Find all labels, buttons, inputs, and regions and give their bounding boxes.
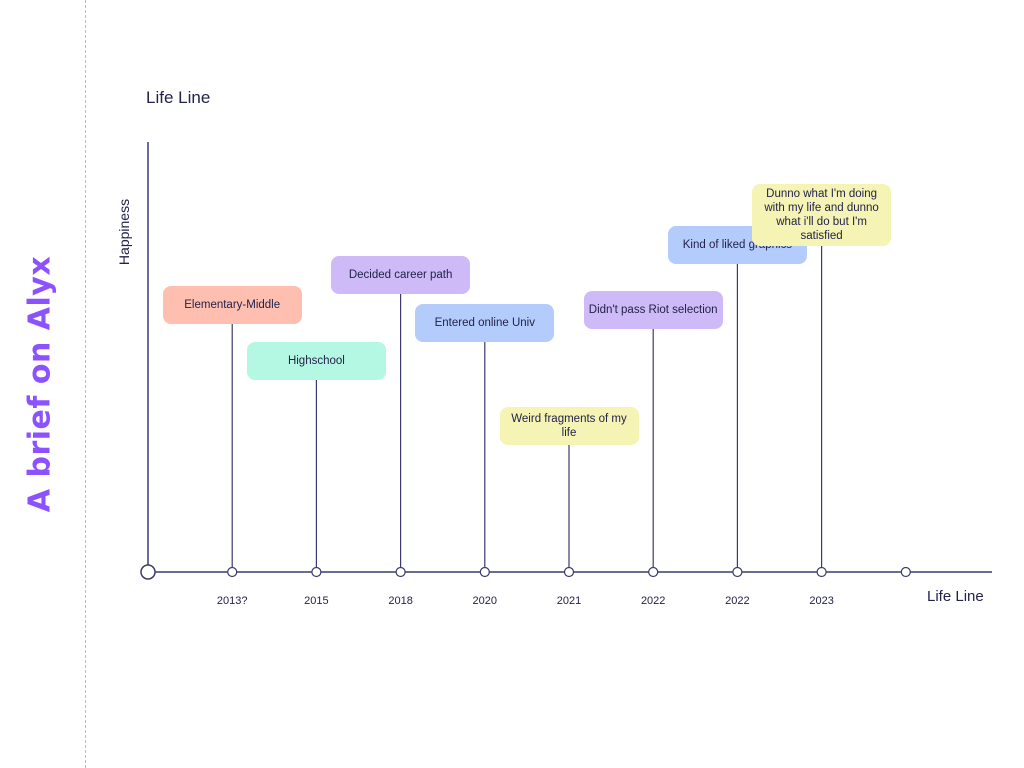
event-marker [395,566,406,578]
event-marker [479,566,490,578]
event-marker [311,566,322,578]
event-label: Dunno what I'm doing with my life and du… [752,184,892,247]
sidebar-divider [85,0,86,768]
event-label: Highschool [246,342,386,381]
event-label: Elementary-Middle [162,286,302,325]
x-tick-label: 2013? [216,595,248,607]
event-marker [227,566,238,578]
event-label: Decided career path [331,256,471,295]
event-marker [563,566,575,578]
x-tick-label: 2018 [388,595,413,607]
event-marker [648,566,659,578]
event-label: Weird fragments of my life [499,406,639,445]
x-tick-label: 2022 [640,595,666,607]
origin-marker [140,564,156,580]
event-marker [816,566,827,578]
x-tick-label: 2023 [809,595,834,607]
event-label: Didn't pass Riot selection [583,290,723,329]
x-tick-label: 2021 [556,595,582,607]
chart-title: Life Line [146,88,211,107]
x-tick-label: 2020 [472,595,498,607]
x-tick-label: 2022 [725,595,750,607]
x-tick-label: 2015 [304,595,329,607]
event-label: Entered online Univ [415,303,555,342]
end-marker [900,566,911,578]
x-axis-label: Life Line [927,588,984,605]
event-marker [732,566,743,578]
